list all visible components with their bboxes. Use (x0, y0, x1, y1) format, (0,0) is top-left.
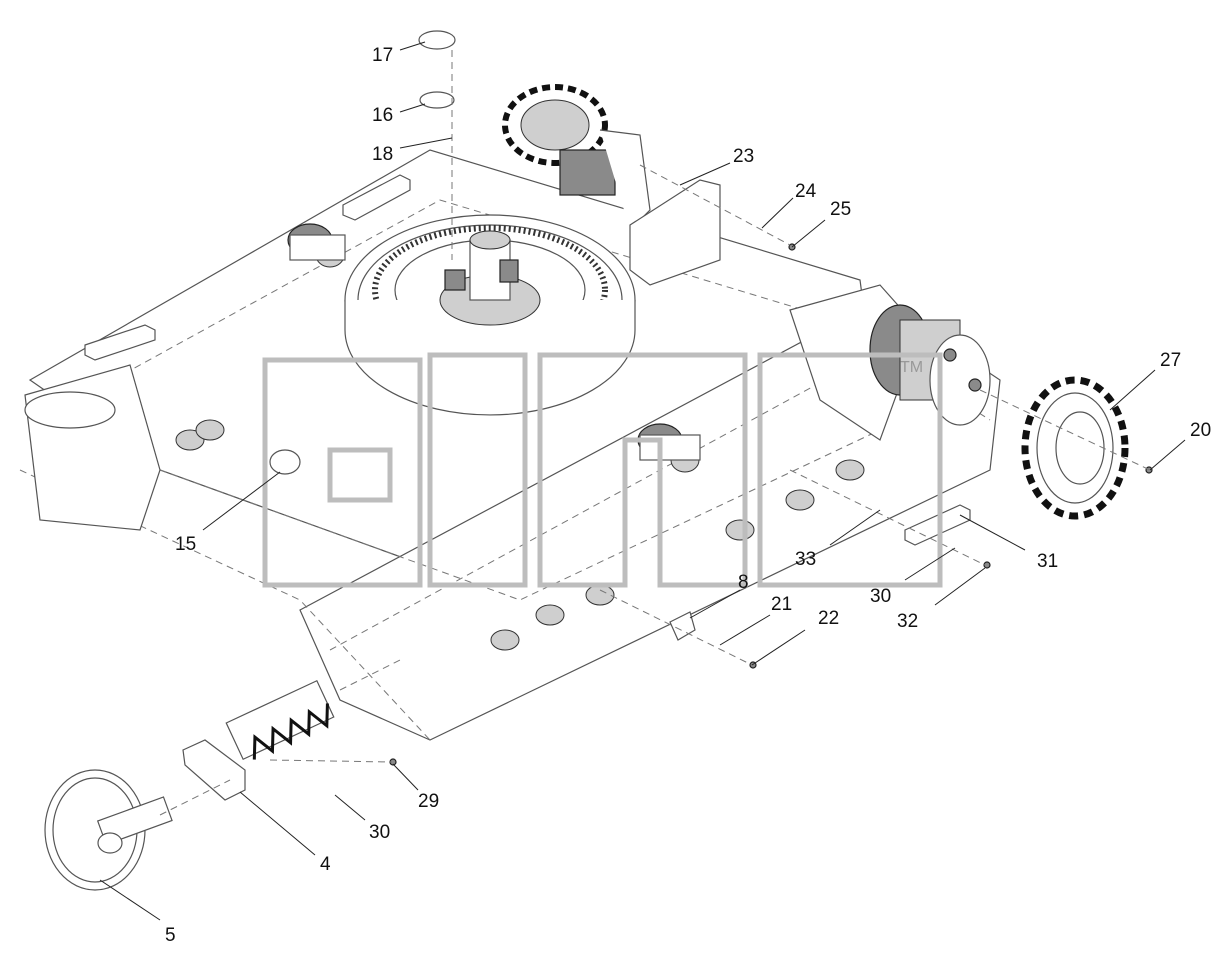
carrier-roller-upper (287, 223, 346, 268)
seal-15 (269, 449, 301, 475)
travel-motor (869, 304, 991, 426)
callout-16: 16 (372, 105, 393, 126)
callout-18: 18 (372, 144, 393, 165)
callout-33: 33 (795, 549, 816, 570)
gasket-16 (419, 91, 455, 109)
callout-5: 5 (165, 925, 176, 946)
track-guide-upper (342, 174, 411, 221)
projection-lines (159, 164, 1151, 816)
callout-15: 15 (175, 534, 196, 555)
upper-sprocket (502, 84, 651, 231)
bottom-rollers (175, 419, 865, 651)
callout-17: 17 (372, 45, 393, 66)
drive-sprocket (1021, 376, 1129, 520)
callout-20: 20 (1190, 420, 1211, 441)
plate-8 (669, 611, 696, 641)
callout-30-lower: 30 (369, 822, 390, 843)
cover-plate (629, 179, 721, 286)
yoke-4 (182, 739, 246, 801)
idler-wheel (44, 769, 173, 891)
callout-labels: 17 16 18 23 24 25 27 20 15 33 31 30 32 8… (165, 45, 1211, 946)
callout-27: 27 (1160, 350, 1181, 371)
watermark-logo: TM (262, 352, 943, 588)
watermark-tm: TM (900, 359, 923, 376)
swing-bearing (344, 214, 636, 416)
callout-22: 22 (818, 608, 839, 629)
callout-31: 31 (1037, 551, 1058, 572)
recoil-spring (225, 679, 335, 761)
callout-4: 4 (320, 854, 331, 875)
callout-25: 25 (830, 199, 851, 220)
leader-lines (99, 41, 1186, 921)
callout-32: 32 (897, 611, 918, 632)
callout-8: 8 (738, 572, 749, 593)
track-guide-left (84, 324, 156, 361)
callout-21: 21 (771, 594, 792, 615)
callout-24: 24 (795, 181, 817, 202)
callout-23: 23 (733, 146, 754, 167)
cover-17 (418, 30, 456, 50)
callout-29: 29 (418, 791, 439, 812)
callout-30-upper: 30 (870, 586, 891, 607)
